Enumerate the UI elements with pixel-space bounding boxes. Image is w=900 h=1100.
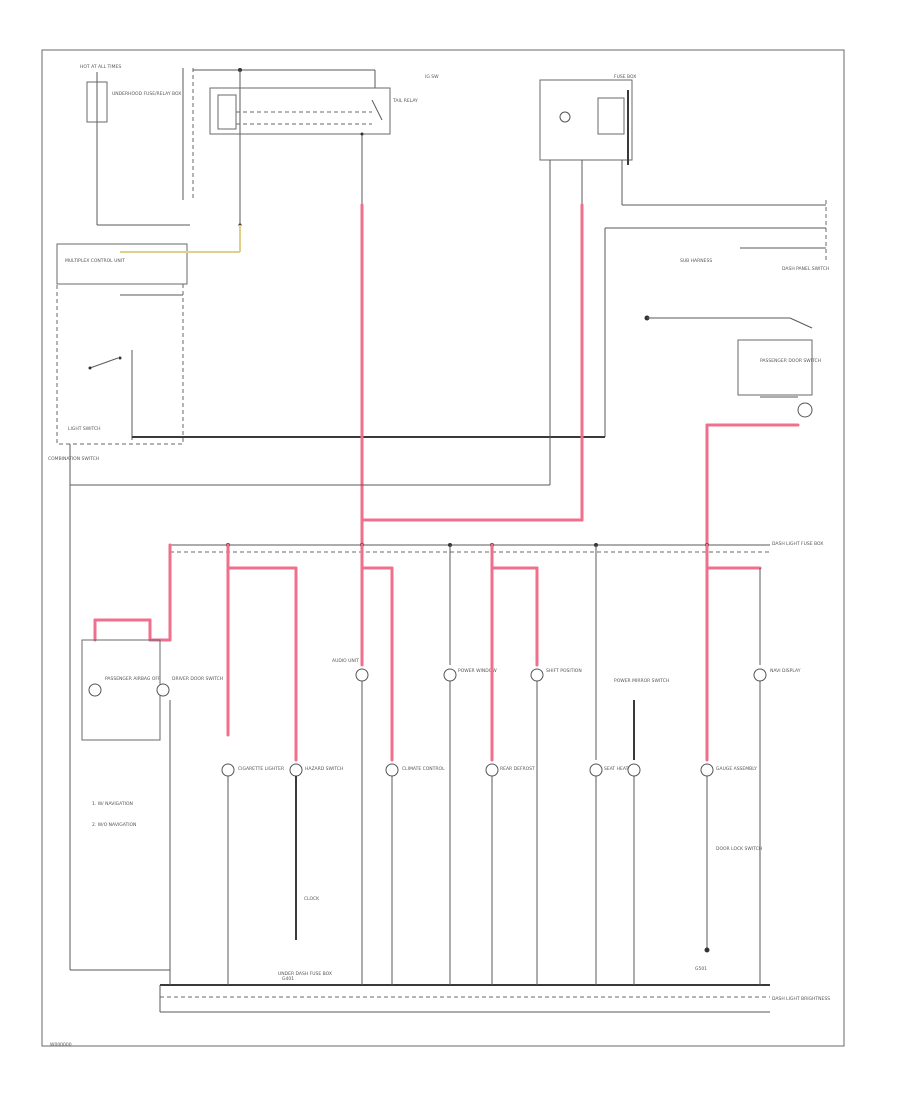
figure-code: W000000 (50, 1042, 72, 1048)
central-feed (70, 203, 584, 547)
label-combination-switch: COMBINATION SWITCH (48, 456, 99, 462)
label-audio-unit: AUDIO UNIT (332, 658, 359, 664)
tail-relay-box (209, 87, 391, 135)
label-ground-right: G501 (695, 966, 707, 972)
label-hot-at-all-times: HOT AT ALL TIMES (80, 64, 121, 70)
column-5: SHIFT POSITION REAR DEFROST (485, 543, 582, 985)
fuse-block-top-left (86, 81, 108, 123)
top-right-fuse-box: FUSE BOX (539, 74, 636, 205)
label-clock: CLOCK (304, 896, 320, 902)
upper-bus: DASH LIGHT FUSE BOX (170, 541, 823, 553)
label-dash-light-fuse-box: DASH LIGHT FUSE BOX (772, 541, 823, 547)
multiplex-control-unit (56, 243, 188, 285)
label-rear-defrost: REAR DEFROST (500, 766, 535, 772)
label-ignition: IG SW (425, 74, 439, 80)
label-gauge-assembly: GAUGE ASSEMBLY (716, 766, 757, 772)
fuse-box-top-right (539, 79, 633, 161)
label-cigarette-lighter: CIGARETTE LIGHTER (238, 766, 284, 772)
label-door-lock-switch: DOOR LOCK SWITCH (716, 846, 762, 852)
label-shift-position: SHIFT POSITION (546, 668, 582, 674)
passenger-door-switch-box (737, 339, 813, 396)
note-without-navigation: 2. W/O NAVIGATION (92, 822, 136, 828)
top-left-region: HOT AT ALL TIMES UNDERHOOD FUSE/RELAY BO… (80, 64, 439, 227)
label-navi-display: NAVI DISPLAY (770, 668, 801, 674)
label-driver-door-switch: DRIVER DOOR SWITCH (172, 676, 223, 682)
label-ground-left: G401 (282, 976, 294, 982)
column-6: SEAT HEATER POWER MIRROR SWITCH (589, 545, 669, 985)
light-switch-box (56, 283, 184, 445)
column-7: NAVI DISPLAY GAUGE ASSEMBLY DOOR LOCK SW… (695, 543, 801, 985)
left-mid-region: MULTIPLEX CONTROL UNIT LIGHT SWITCH COMB… (48, 225, 605, 971)
label-under-dash-fuse-box: UNDER DASH FUSE BOX (278, 971, 332, 977)
label-multiplex: MULTIPLEX CONTROL UNIT (65, 258, 125, 264)
column-2: CIGARETTE LIGHTER HAZARD SWITCH CLOCK (221, 543, 343, 985)
label-climate-control: CLIMATE CONTROL (402, 766, 445, 772)
label-passenger-airbag-off: PASSENGER AIRBAG OFF (105, 676, 161, 682)
note-with-navigation: 1. W/ NAVIGATION (92, 801, 133, 807)
label-hazard-switch: HAZARD SWITCH (305, 766, 343, 772)
label-light-switch: LIGHT SWITCH (68, 426, 101, 432)
label-tail-relay: TAIL RELAY (392, 98, 418, 104)
column-4: POWER WINDOW (443, 545, 497, 985)
label-dash-light-brightness: DASH LIGHT BRIGHTNESS (772, 996, 830, 1002)
label-fuse-box: FUSE BOX (614, 74, 636, 80)
lower-bus: DASH LIGHT BRIGHTNESS UNDER DASH FUSE BO… (50, 971, 830, 1048)
column-3: AUDIO UNIT CLIMATE CONTROL (332, 543, 445, 985)
label-sub-harness: SUB HARNESS (680, 258, 712, 264)
label-power-mirror-switch: POWER MIRROR SWITCH (614, 678, 669, 684)
column-1: PASSENGER AIRBAG OFF DRIVER DOOR SWITCH … (81, 543, 223, 985)
label-dash-panel-switch: DASH PANEL SWITCH (782, 266, 829, 272)
diagram-border (41, 49, 845, 1047)
label-power-window: POWER WINDOW (458, 668, 497, 674)
label-seat-heater: SEAT HEATER (604, 766, 634, 772)
right-side-region: SUB HARNESS DASH PANEL SWITCH PASSENGER … (604, 200, 829, 547)
label-passenger-door-switch: PASSENGER DOOR SWITCH (760, 358, 821, 364)
label-underhood-fuse: UNDERHOOD FUSE/RELAY BOX (112, 91, 181, 97)
